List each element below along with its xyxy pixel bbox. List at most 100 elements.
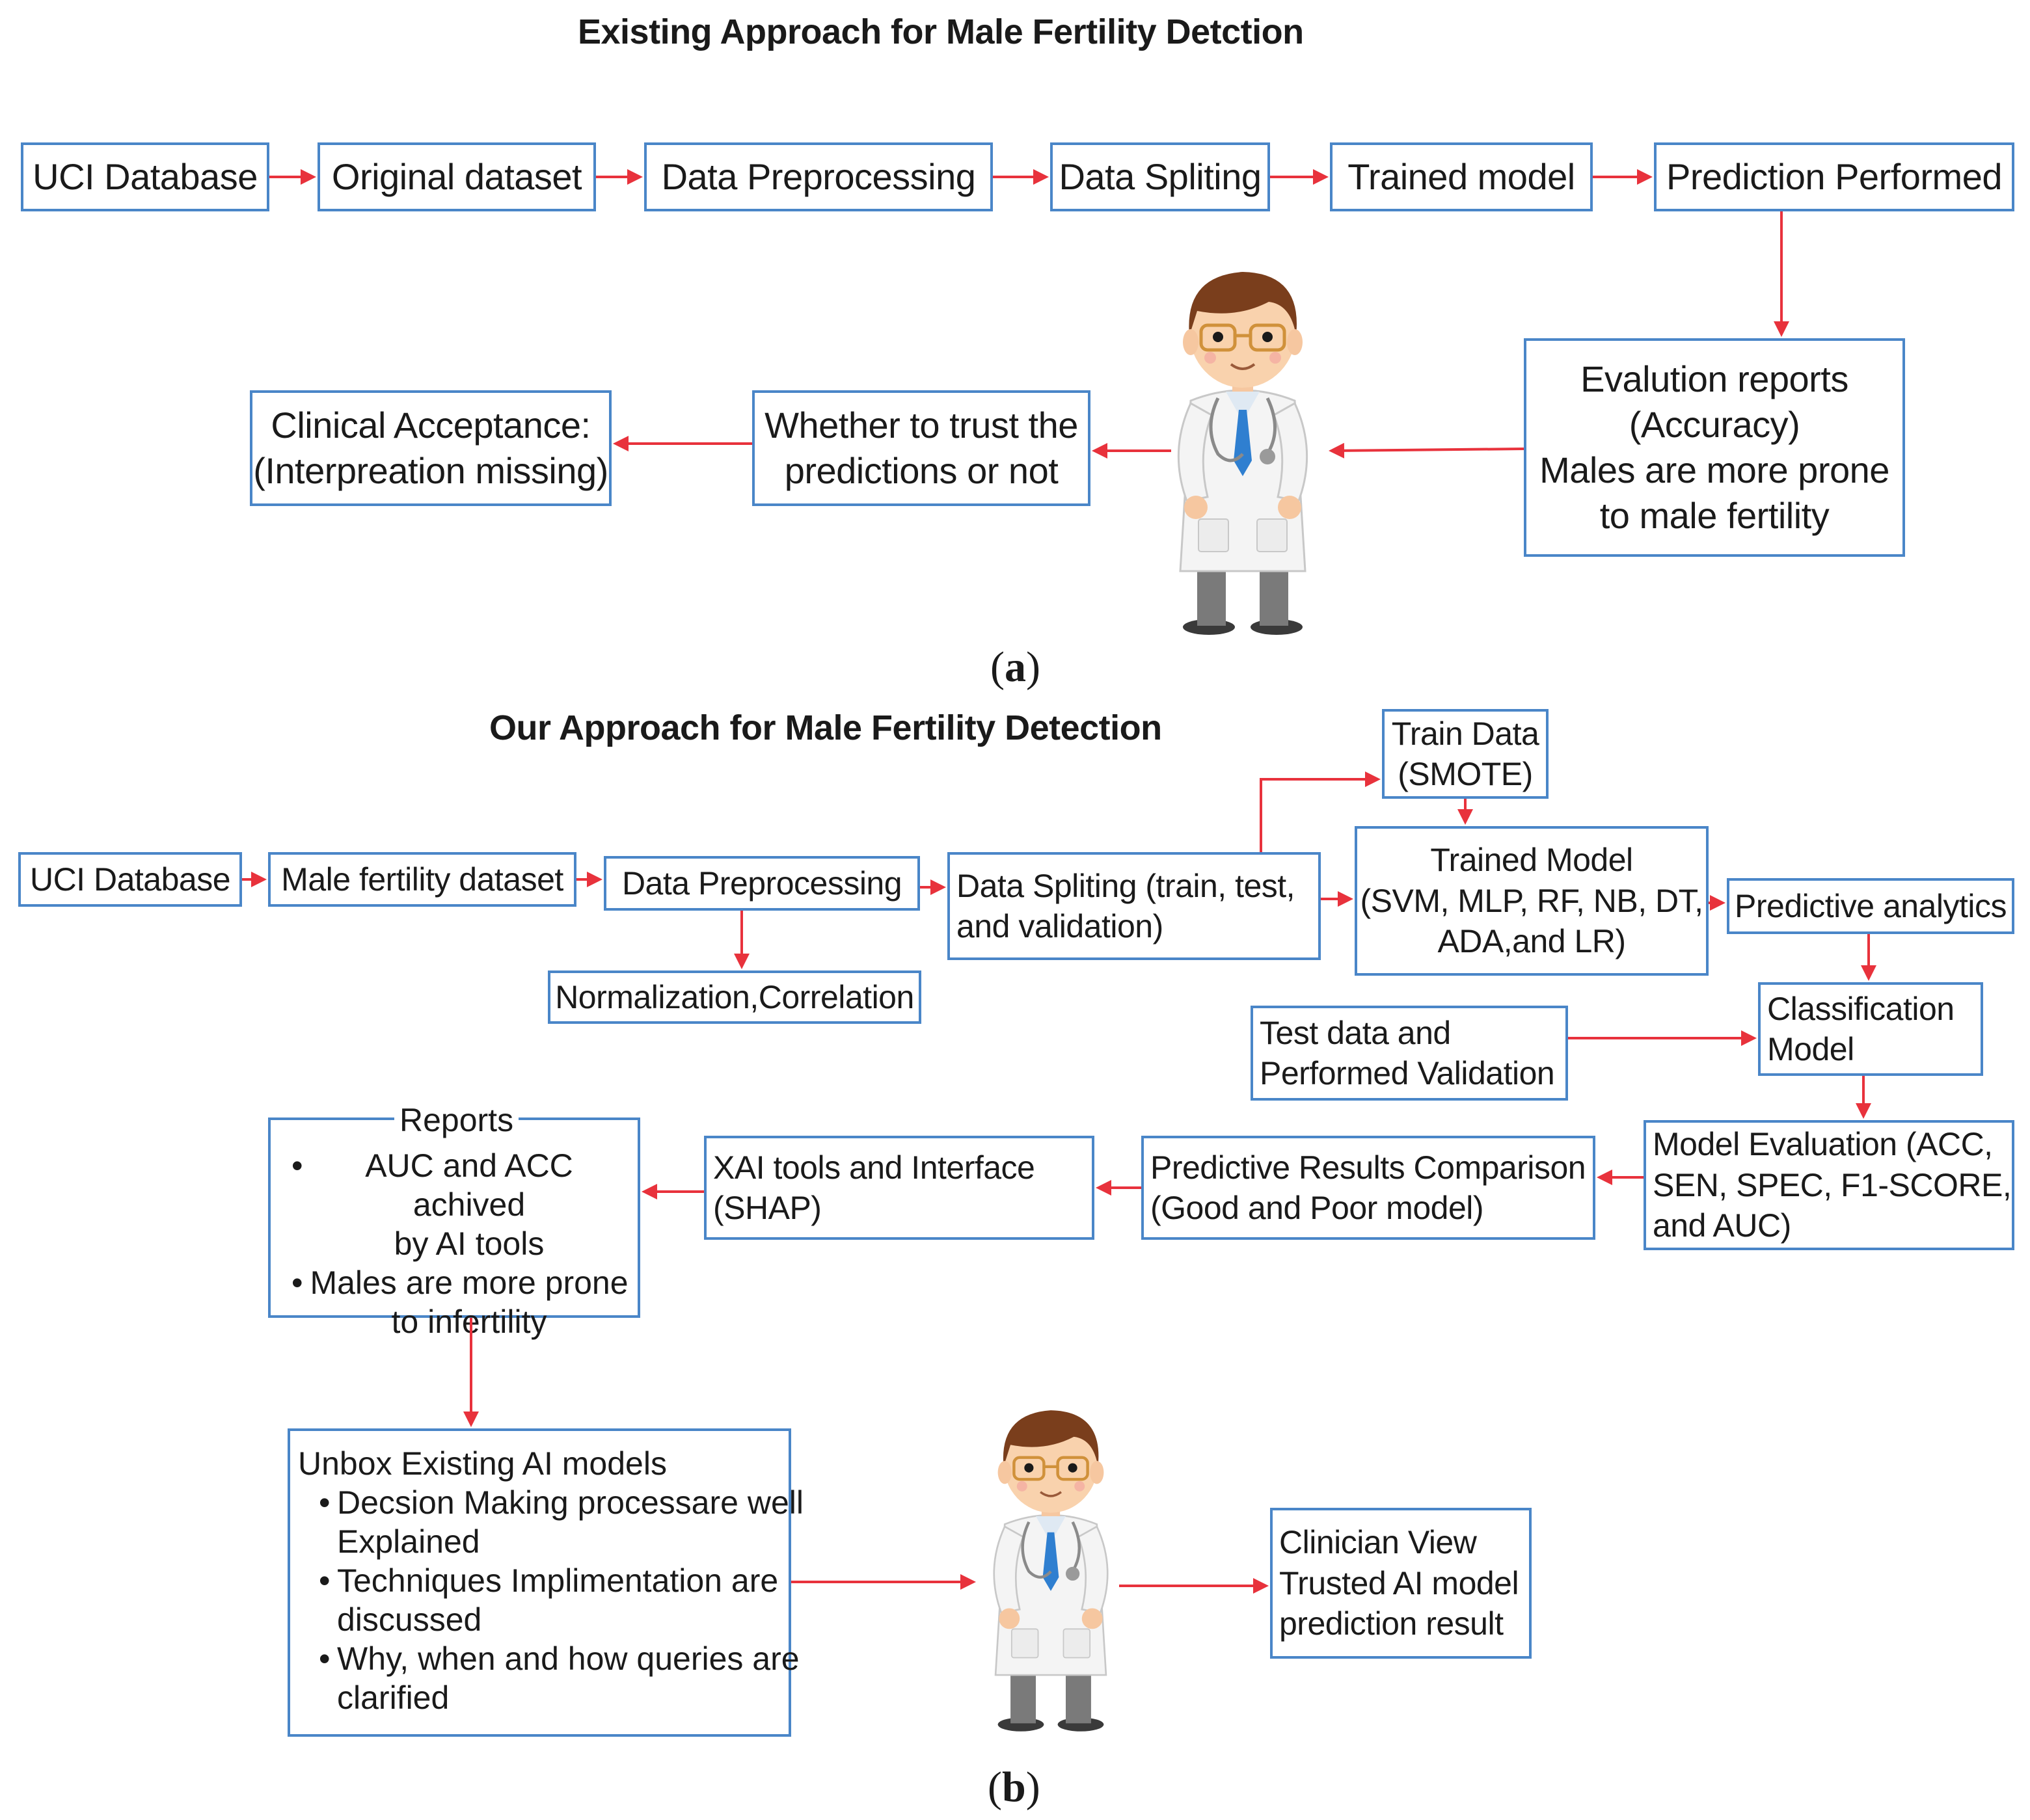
b-train-data-line-1: Train Data bbox=[1391, 715, 1539, 752]
arrow-a-eval-to-doctor bbox=[1329, 442, 1524, 459]
b-unbox-item: Decsion Making processare well Explained bbox=[319, 1483, 804, 1561]
b-predictive-analytics-box: Predictive analytics bbox=[1727, 878, 2014, 934]
a-eval-line-2: (Accuracy) bbox=[1629, 404, 1800, 445]
b-unbox-text: Unbox Existing AI models Decsion Making … bbox=[298, 1444, 804, 1717]
a-data-spliting-box: Data Spliting bbox=[1050, 142, 1270, 211]
b-test-data-line-2: Performed Validation bbox=[1260, 1055, 1555, 1091]
b-xai-line-2: (SHAP) bbox=[713, 1190, 822, 1226]
b-clinician-view-text: Clinician View Trusted AI model predicti… bbox=[1273, 1510, 1529, 1656]
b-reports-item-1-line-2: by AI tools bbox=[394, 1225, 545, 1262]
b-reports-list: AUC and ACC achived by AI tools Males ar… bbox=[291, 1146, 629, 1341]
a-uci-database-box: UCI Database bbox=[21, 142, 269, 211]
panel-a-caption: (a) bbox=[990, 643, 1040, 691]
a-prediction-performed-box: Prediction Performed bbox=[1654, 142, 2014, 211]
b-model-evaluation-box: Model Evaluation (ACC, SEN, SPEC, F1-SCO… bbox=[1644, 1120, 2014, 1250]
a-data-preprocessing-box: Data Preprocessing bbox=[644, 142, 993, 211]
b-unbox-item: Techniques Implimentation are discussed bbox=[319, 1561, 804, 1639]
b-unbox-title: Unbox Existing AI models bbox=[298, 1445, 667, 1482]
panel-b-caption: (b) bbox=[988, 1763, 1040, 1811]
a-prediction-performed-label: Prediction Performed bbox=[1666, 156, 2003, 197]
b-uci-database-box: UCI Database bbox=[18, 852, 242, 907]
b-unbox-item-3-line-1: Why, when and how queries are bbox=[337, 1640, 800, 1677]
doctor-icon bbox=[1177, 272, 1308, 635]
a-clinical-line-2: (Interpreation missing) bbox=[253, 450, 608, 491]
b-trained-line-1: Trained Model bbox=[1430, 842, 1633, 879]
b-classification-line-1: Classification bbox=[1767, 990, 1955, 1027]
b-train-data-line-2: (SMOTE) bbox=[1398, 756, 1533, 792]
a-original-dataset-label: Original dataset bbox=[331, 156, 582, 197]
b-predictive-analytics-label: Predictive analytics bbox=[1735, 887, 2007, 924]
a-original-dataset-box: Original dataset bbox=[318, 142, 596, 211]
b-normalization-box: Normalization,Correlation bbox=[548, 970, 921, 1024]
b-clinician-line-3: prediction result bbox=[1279, 1605, 1504, 1642]
a-trained-model-box: Trained model bbox=[1330, 142, 1593, 211]
b-trained-line-2: (SVM, MLP, RF, NB, DT, bbox=[1360, 882, 1703, 919]
b-xai-line-1: XAI tools and Interface bbox=[713, 1149, 1035, 1186]
a-data-spliting-label: Data Spliting bbox=[1059, 156, 1262, 197]
b-clinician-line-2: Trusted AI model bbox=[1279, 1564, 1519, 1601]
b-unbox-item-2-line-1: Techniques Implimentation are bbox=[337, 1562, 779, 1599]
b-data-preprocessing-label: Data Preprocessing bbox=[621, 864, 902, 902]
b-data-spliting-text: Data Spliting (train, test, and validati… bbox=[950, 855, 1318, 957]
b-trained-model-box: Trained Model (SVM, MLP, RF, NB, DT, ADA… bbox=[1355, 826, 1709, 976]
b-reports-box: Reports AUC and ACC achived by AI tools … bbox=[268, 1102, 640, 1340]
b-classification-model-box: Classification Model bbox=[1758, 982, 1983, 1076]
a-trust-predictions-text: Whether to trust the predictions or not bbox=[755, 393, 1088, 503]
a-eval-line-3: Males are more prone bbox=[1539, 449, 1889, 490]
b-evaluation-line-2: SEN, SPEC, F1-SCORE, bbox=[1653, 1166, 2012, 1203]
b-split-line-2: and validation) bbox=[956, 908, 1163, 944]
b-unbox-item-1-line-1: Decsion Making processare well bbox=[337, 1484, 804, 1521]
b-classification-text: Classification Model bbox=[1761, 985, 1981, 1073]
b-comparison-line-2: (Good and Poor model) bbox=[1150, 1190, 1484, 1226]
b-reports-title: Reports bbox=[394, 1102, 519, 1138]
b-data-spliting-box: Data Spliting (train, test, and validati… bbox=[947, 852, 1321, 960]
b-train-data-text: Train Data (SMOTE) bbox=[1385, 712, 1546, 796]
a-data-preprocessing-label: Data Preprocessing bbox=[661, 156, 976, 197]
a-evaluation-reports-text: Evalution reports (Accuracy) Males are m… bbox=[1526, 341, 1902, 554]
b-clinician-line-1: Clinician View bbox=[1279, 1524, 1477, 1561]
b-reports-item-2-line-2: to infertility bbox=[391, 1304, 547, 1340]
b-evaluation-line-3: and AUC) bbox=[1653, 1207, 1791, 1244]
a-trust-line-2: predictions or not bbox=[784, 450, 1059, 491]
b-reports-item: AUC and ACC achived by AI tools bbox=[291, 1146, 629, 1263]
b-comparison-line-1: Predictive Results Comparison bbox=[1150, 1149, 1586, 1186]
b-trained-line-3: ADA,and LR) bbox=[1437, 923, 1626, 960]
b-normalization-label: Normalization,Correlation bbox=[555, 978, 914, 1015]
a-eval-line-1: Evalution reports bbox=[1580, 358, 1848, 399]
a-clinical-line-1: Clinical Acceptance: bbox=[271, 405, 591, 446]
a-clinical-acceptance-text: Clinical Acceptance: (Interpreation miss… bbox=[252, 393, 609, 503]
doctor-icon bbox=[993, 1410, 1109, 1732]
panel-b-title: Our Approach for Male Fertility Detectio… bbox=[489, 708, 1162, 747]
b-male-fertility-dataset-label: Male fertility dataset bbox=[281, 861, 563, 898]
b-unbox-item-1-line-2: Explained bbox=[337, 1523, 480, 1560]
b-unbox-item: Why, when and how queries are clarified bbox=[319, 1639, 804, 1717]
b-data-preprocessing-box: Data Preprocessing bbox=[604, 856, 920, 911]
b-xai-tools-text: XAI tools and Interface (SHAP) bbox=[707, 1138, 1092, 1237]
b-train-data-box: Train Data (SMOTE) bbox=[1382, 709, 1549, 799]
a-eval-line-4: to male fertility bbox=[1599, 495, 1830, 536]
b-results-comparison-box: Predictive Results Comparison (Good and … bbox=[1141, 1136, 1595, 1240]
b-test-data-text: Test data and Performed Validation bbox=[1253, 1008, 1565, 1098]
panel-a-caption-letter: a bbox=[1004, 643, 1026, 691]
b-split-line-1: Data Spliting (train, test, bbox=[956, 867, 1295, 904]
b-unbox-item-3-line-2: clarified bbox=[337, 1679, 450, 1716]
b-test-data-box: Test data and Performed Validation bbox=[1251, 1006, 1568, 1101]
b-reports-item: Males are more prone to infertility bbox=[291, 1263, 629, 1341]
b-trained-model-text: Trained Model (SVM, MLP, RF, NB, DT, ADA… bbox=[1357, 829, 1706, 973]
panel-a-title: Existing Approach for Male Fertility Det… bbox=[578, 12, 1304, 51]
b-evaluation-line-1: Model Evaluation (ACC, bbox=[1653, 1126, 1993, 1163]
panel-b-caption-letter: b bbox=[1001, 1763, 1026, 1811]
a-trust-line-1: Whether to trust the bbox=[765, 405, 1078, 446]
b-unbox-item-2-line-2: discussed bbox=[337, 1601, 482, 1638]
b-unbox-ai-models-box: Unbox Existing AI models Decsion Making … bbox=[288, 1428, 804, 1737]
a-evaluation-reports-box: Evalution reports (Accuracy) Males are m… bbox=[1524, 338, 1905, 557]
b-xai-tools-box: XAI tools and Interface (SHAP) bbox=[704, 1136, 1094, 1240]
a-uci-database-label: UCI Database bbox=[33, 156, 258, 197]
b-uci-database-label: UCI Database bbox=[29, 861, 231, 898]
b-male-fertility-dataset-box: Male fertility dataset bbox=[268, 852, 576, 907]
b-classification-line-2: Model bbox=[1767, 1031, 1854, 1067]
b-results-comparison-text: Predictive Results Comparison (Good and … bbox=[1144, 1138, 1593, 1237]
a-trust-predictions-box: Whether to trust the predictions or not bbox=[752, 390, 1090, 506]
